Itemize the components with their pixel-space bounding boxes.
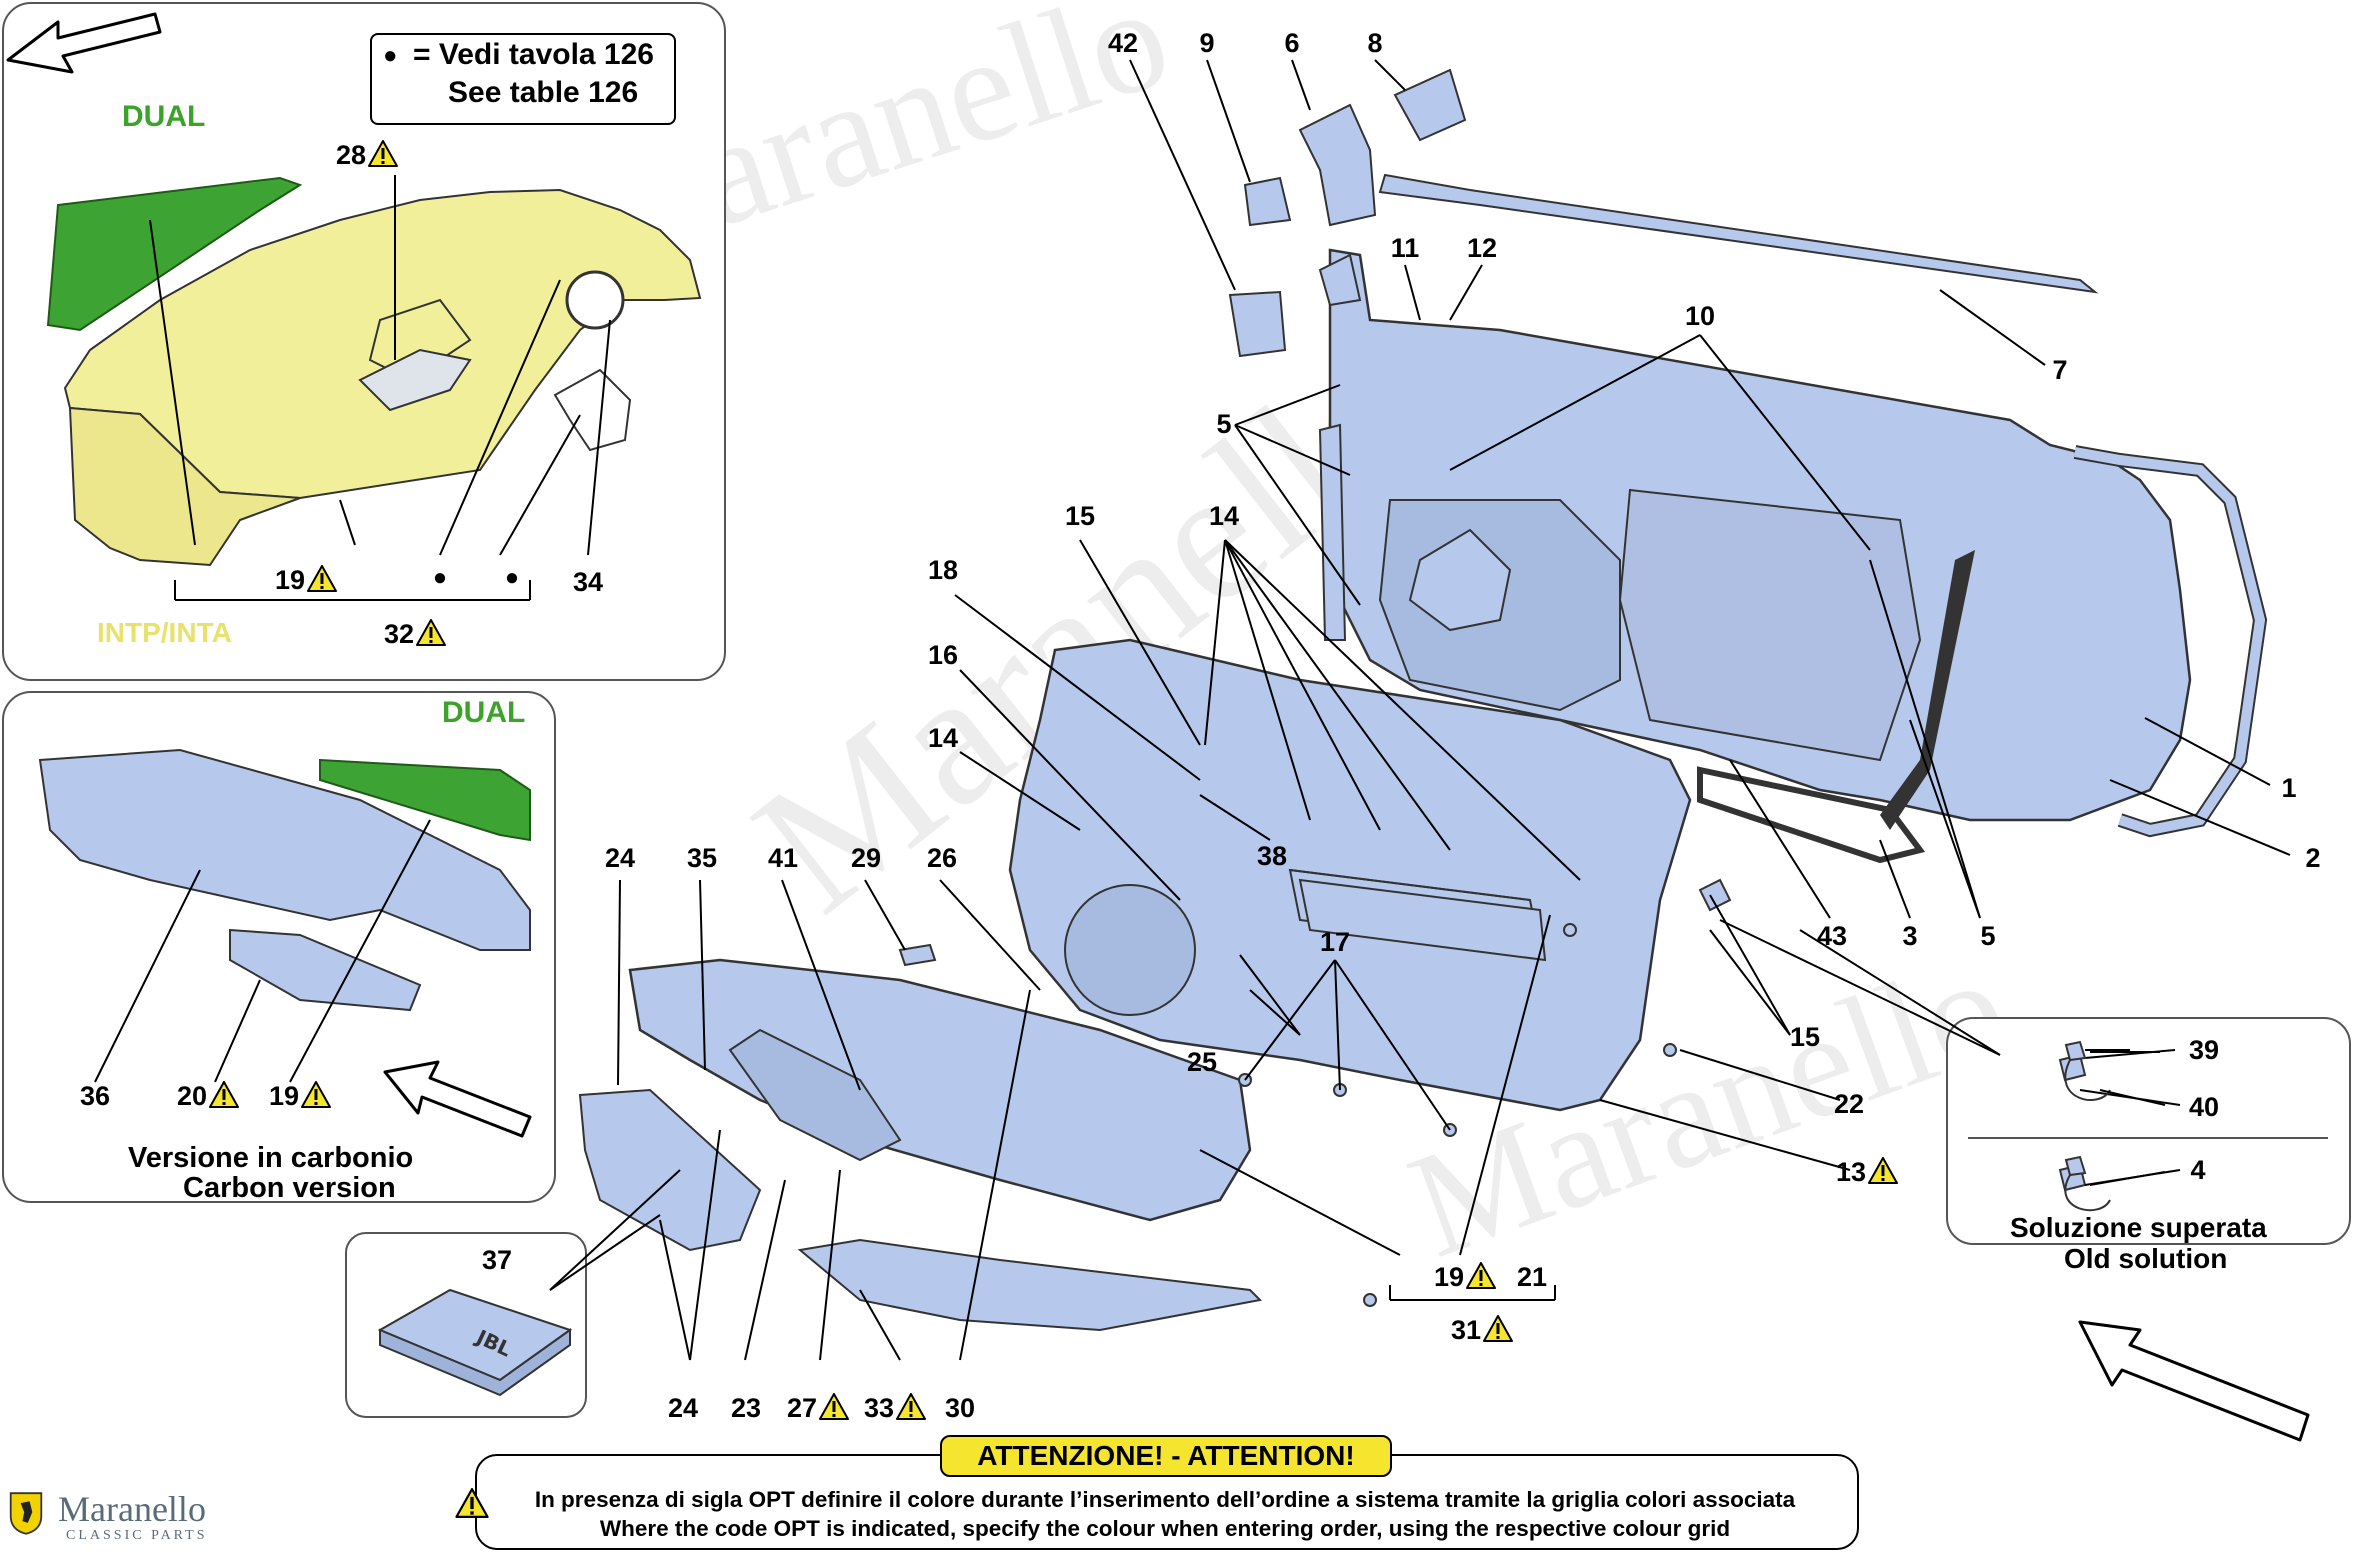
arrow-icon: [6, 12, 162, 74]
callout-39: 39: [2188, 1035, 2220, 1065]
callout-13: 13: [1835, 1157, 1899, 1187]
callout-20-number: 20: [176, 1081, 208, 1111]
callout-8: 8: [1367, 28, 1383, 58]
legend-bullet: ●: [383, 42, 398, 69]
callout-14-top: 14: [1208, 501, 1240, 531]
arrow-icon: [383, 1060, 532, 1138]
warning-icon: [368, 140, 399, 167]
callout-19-dual-number: 19: [274, 565, 306, 595]
callout-19-carbon: 19: [268, 1081, 332, 1111]
callout-24-top: 24: [604, 843, 636, 873]
legend-box: [370, 33, 676, 125]
callout-16: 16: [927, 640, 959, 670]
callout-40: 40: [2188, 1092, 2220, 1122]
attention-text-italian: In presenza di sigla OPT definire il col…: [534, 1487, 1796, 1512]
callout-42: 42: [1107, 28, 1139, 58]
carbon-version-italian: Versione in carbonio: [128, 1142, 414, 1174]
callout-12: 12: [1466, 233, 1498, 263]
callout-13-number: 13: [1835, 1157, 1867, 1187]
callout-34: 34: [572, 567, 604, 597]
callout-11: 11: [1390, 233, 1420, 263]
callout-26: 26: [926, 843, 958, 873]
callout-28-number: 28: [335, 140, 367, 170]
warning-icon: [209, 1081, 240, 1108]
callout-27: 27: [786, 1393, 850, 1423]
bullet-marker-2: ●: [504, 564, 520, 591]
carbon-version-english: Carbon version: [183, 1172, 396, 1204]
warning-icon: [896, 1393, 927, 1420]
callout-5-top: 5: [1216, 409, 1232, 439]
callout-5-bottom: 5: [1980, 921, 1996, 951]
callout-32-number: 32: [383, 619, 415, 649]
warning-icon: [1466, 1262, 1497, 1289]
callout-19-bottom-number: 19: [1433, 1262, 1465, 1292]
intp-inta-label: INTP/INTA: [97, 617, 232, 648]
callout-20: 20: [176, 1081, 240, 1111]
attention-text-english: Where the code OPT is indicated, specify…: [599, 1516, 1731, 1541]
callout-10: 10: [1684, 301, 1716, 331]
callout-14-left: 14: [927, 723, 959, 753]
dual-label-top: DUAL: [122, 100, 206, 133]
brand-subtitle: CLASSIC PARTS: [66, 1528, 208, 1543]
warning-icon: [1483, 1315, 1514, 1342]
callout-33-number: 33: [863, 1393, 895, 1423]
callout-32: 32: [383, 619, 447, 649]
callout-2: 2: [2305, 843, 2321, 873]
legend-line-english: See table 126: [448, 76, 639, 109]
old-solution-italian: Soluzione superata: [2010, 1212, 2267, 1243]
callout-29: 29: [850, 843, 882, 873]
callout-30: 30: [944, 1393, 976, 1423]
callout-19-bottom: 19: [1433, 1262, 1497, 1292]
callout-15-right: 15: [1789, 1022, 1821, 1052]
attention-title: ATTENZIONE! - ATTENTION!: [940, 1435, 1392, 1477]
callout-1: 1: [2281, 773, 2297, 803]
callout-21: 21: [1516, 1262, 1548, 1292]
callout-27-number: 27: [786, 1393, 818, 1423]
warning-icon: [819, 1393, 850, 1420]
callout-33: 33: [863, 1393, 927, 1423]
callout-24-bottom: 24: [667, 1393, 699, 1423]
bullet-marker-1: ●: [432, 564, 448, 591]
callout-31: 31: [1450, 1315, 1514, 1345]
callout-43: 43: [1816, 921, 1848, 951]
warning-icon: [1868, 1157, 1899, 1184]
callout-4: 4: [2190, 1155, 2206, 1185]
callout-15-top: 15: [1064, 501, 1096, 531]
callout-9: 9: [1199, 28, 1215, 58]
old-solution-frame: [1946, 1017, 2351, 1245]
brand-name: Maranello: [58, 1489, 206, 1529]
callout-3: 3: [1902, 921, 1918, 951]
callout-19-carbon-number: 19: [268, 1081, 300, 1111]
callout-41: 41: [767, 843, 799, 873]
callout-28: 28: [335, 140, 399, 170]
arrow-icon: [2078, 1320, 2310, 1442]
callout-7: 7: [2052, 355, 2068, 385]
callout-31-number: 31: [1450, 1315, 1482, 1345]
dual-label-carbon: DUAL: [442, 696, 526, 729]
callout-22: 22: [1833, 1089, 1865, 1119]
warning-icon: [307, 565, 338, 592]
legend-line-italian: = Vedi tavola 126: [413, 38, 654, 71]
old-solution-english: Old solution: [2064, 1243, 2228, 1274]
callout-18: 18: [927, 555, 959, 585]
callout-35: 35: [686, 843, 718, 873]
callout-19-dual: 19: [274, 565, 338, 595]
jbl-badge-icon: JBL: [377, 1288, 573, 1397]
callout-37: 37: [481, 1245, 513, 1275]
brand-shield-icon: [9, 1492, 43, 1535]
callout-17: 17: [1319, 927, 1351, 957]
callout-6: 6: [1284, 28, 1300, 58]
callout-23: 23: [730, 1393, 762, 1423]
callout-36: 36: [79, 1081, 111, 1111]
callout-25: 25: [1186, 1047, 1218, 1077]
warning-icon: [416, 619, 447, 646]
callout-38: 38: [1256, 841, 1288, 871]
warning-icon: [301, 1081, 332, 1108]
